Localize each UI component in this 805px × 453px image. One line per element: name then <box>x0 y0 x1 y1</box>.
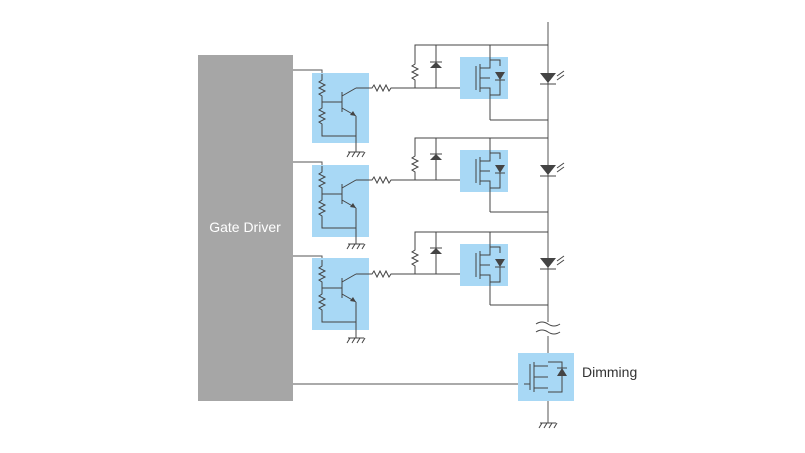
series-resistor-1 <box>370 83 462 93</box>
gate-protection-1 <box>410 44 548 88</box>
driver-stage-3 <box>293 231 565 344</box>
dimming-label: Dimming <box>582 364 637 380</box>
gate-driver-label: Gate Driver <box>209 219 281 235</box>
series-resistor-3 <box>370 269 462 279</box>
gate-wire-1 <box>293 69 323 74</box>
bipolar-transistor-3 <box>317 260 370 344</box>
driver-stage-2 <box>293 137 565 250</box>
led-1 <box>540 70 565 85</box>
mosfet-2 <box>475 138 548 213</box>
bipolar-transistor-2 <box>317 166 370 250</box>
led-3 <box>540 255 565 270</box>
gate-protection-2 <box>410 137 548 180</box>
gate-protection-3 <box>410 231 548 274</box>
dimming-stage: Dimming <box>293 353 637 429</box>
driver-stage-1 <box>293 44 565 158</box>
bipolar-switch-block-1 <box>312 73 369 143</box>
rail-break-symbol <box>535 321 561 335</box>
series-resistor-2 <box>370 175 462 185</box>
mosfet-1 <box>475 45 548 121</box>
led-2 <box>540 162 565 177</box>
bipolar-transistor-1 <box>317 74 370 158</box>
gate-driver-block <box>198 55 293 401</box>
gate-wire-2 <box>293 161 323 166</box>
bottom-ground-symbol <box>538 422 558 429</box>
dimming-mosfet <box>524 361 567 393</box>
mosfet-3 <box>475 232 548 306</box>
